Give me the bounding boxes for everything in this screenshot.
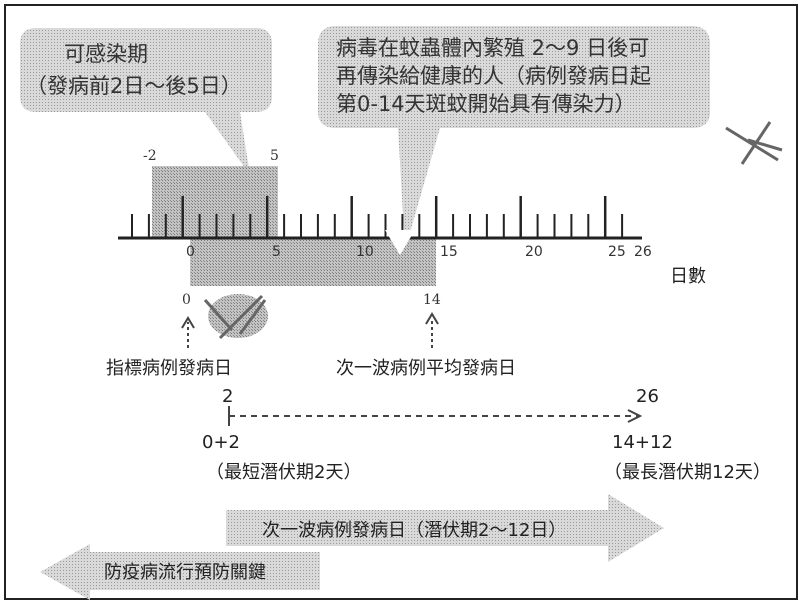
prevention-arrow-shape [40, 544, 320, 600]
label-minus2: -2 [143, 148, 157, 164]
tick-label-26: 26 [634, 244, 652, 260]
mosquito-icon-upper [725, 121, 783, 165]
next-wave-onset-label: 次一波病例發病日（潛伏期2～12日） [262, 520, 567, 541]
index-case-label: 指標病例發病日 [106, 358, 232, 379]
tick-label-0: 0 [186, 244, 195, 260]
left-bubble-line2: （發病前2日～後5日） [26, 74, 242, 98]
label-5-top: 5 [270, 148, 279, 164]
incubation-max-note: （最長潛伏期12天） [604, 462, 771, 483]
tick-label-20: 20 [525, 244, 543, 260]
tick-label-10: 10 [356, 244, 374, 260]
incubation-start-formula: 0+2 [202, 432, 240, 453]
axis-break [385, 230, 415, 255]
infectious-period-block [152, 166, 278, 238]
unit-label-days: 日數 [670, 266, 706, 287]
right-bubble-line1: 病毒在蚊蟲體內繁殖 2～9 日後可 [336, 36, 650, 60]
next-wave-arrow [425, 312, 439, 348]
right-bubble-shape [318, 26, 710, 250]
index-case-arrow [181, 316, 195, 348]
tick-label-15: 15 [440, 244, 458, 260]
next-wave-onset-arrow-shape [226, 494, 664, 562]
timeline-ticks [131, 196, 624, 238]
next-wave-label: 次一波病例平均發病日 [336, 358, 516, 379]
left-bubble-shape [20, 28, 272, 175]
right-bubble-line2: 再傳染給健康的人（病例發病日起 [336, 64, 651, 88]
tick-label-25: 25 [608, 244, 626, 260]
incubation-end-value: 26 [636, 386, 659, 407]
right-bubble-line3: 第0-14天斑蚊開始具有傳染力） [336, 92, 636, 116]
incubation-start-value: 2 [222, 386, 234, 407]
incubation-min-note: （最短潛伏期2天） [206, 462, 362, 483]
prevention-key-label: 防疫病流行預防關鍵 [104, 562, 266, 583]
incubation-end-formula: 14+12 [612, 432, 673, 453]
left-bubble-line1: 可感染期 [64, 42, 148, 66]
marker-value-0: 0 [182, 292, 191, 308]
marker-value-14: 14 [423, 292, 441, 308]
mosquito-icon-lower [203, 294, 268, 340]
tick-label-5: 5 [272, 244, 281, 260]
